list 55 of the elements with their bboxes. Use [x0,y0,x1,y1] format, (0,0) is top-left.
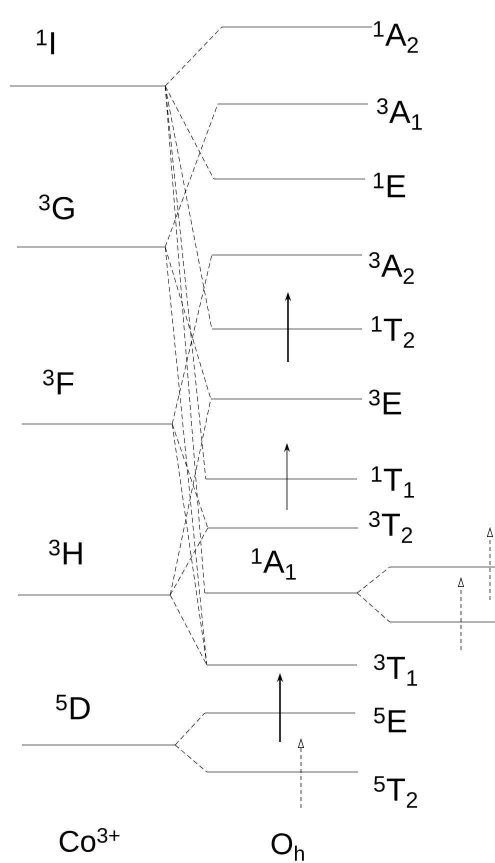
energy-level: $^{3}$A$_{2}$ [212,252,414,284]
energy-level: $^{3}$H [18,540,170,596]
axis-label: O$_{h}$ [272,833,304,861]
axis-label: Co$^{3+}$ [60,828,120,852]
node-label: $^{3}$A$_{2}$ [369,252,414,284]
correlation-line [164,246,212,400]
energy-level: $^{1}$E [214,172,406,198]
node-label: $^{5}$D [56,694,90,720]
node-label: $^{3}$T$_{2}$ [369,511,412,543]
energy-level: $^{3}$T$_{2}$ [208,511,412,543]
energy-level: $^{1}$T$_{2}$ [212,316,414,348]
node-label: $^{1}$T$_{1}$ [372,466,414,498]
energy-level: $^{3}$E [211,390,402,414]
energy-level: $^{5}$D [22,694,175,746]
correlation-line [170,398,212,596]
energy-level: $^{5}$E [205,708,406,732]
energy-level: $^{1}$T$_{1}$ [206,466,414,498]
correlation-line [164,26,222,86]
node-label: $^{1}$A$_{1}$ [252,548,296,580]
correlation-line [164,246,208,666]
correlation-line [174,712,206,746]
energy-level: $^{3}$F [22,370,172,424]
energy-level: $^{3}$G [17,194,165,248]
correlation-line [356,592,390,622]
energy-level: $^{3}$T$_{1}$ [207,654,418,686]
node-label: $^{1}$I [36,30,54,54]
correlation-line [164,86,206,594]
correlation-line [174,744,208,772]
energy-level-line [390,566,495,568]
correlation-line [172,424,208,666]
node-label: $^{3}$E [369,390,402,414]
correlation-line [164,86,214,180]
node-label: $^{5}$T$_{2}$ [374,776,418,808]
correlation-line [164,86,206,480]
correlation-line [164,86,212,330]
energy-level: $^{5}$T$_{2}$ [207,772,418,808]
energy-level: $^{1}$I [10,30,165,86]
correlation-line [170,594,208,666]
energy-level: $^{3}$A$_{1}$ [218,98,422,130]
node-label: $^{3}$G [39,194,74,220]
energy-level: $^{1}$A$_{1}$ [205,548,357,594]
correlation-line [172,254,212,424]
node-label: $^{5}$E [374,708,406,732]
energy-level: $^{1}$A$_{2}$ [222,21,418,53]
correlation-line [170,528,208,596]
node-label: $^{3}$F [43,370,74,394]
node-label: $^{3}$A$_{1}$ [377,98,422,130]
correlation-line [356,566,390,594]
node-label: $^{3}$T$_{1}$ [374,654,418,686]
node-label: $^{3}$H [49,540,82,564]
correlation-line [164,104,218,248]
correlation-line [172,424,208,528]
node-label: $^{1}$A$_{2}$ [374,21,418,53]
node-label: $^{1}$T$_{2}$ [372,316,414,348]
node-label: $^{1}$E [374,172,406,198]
